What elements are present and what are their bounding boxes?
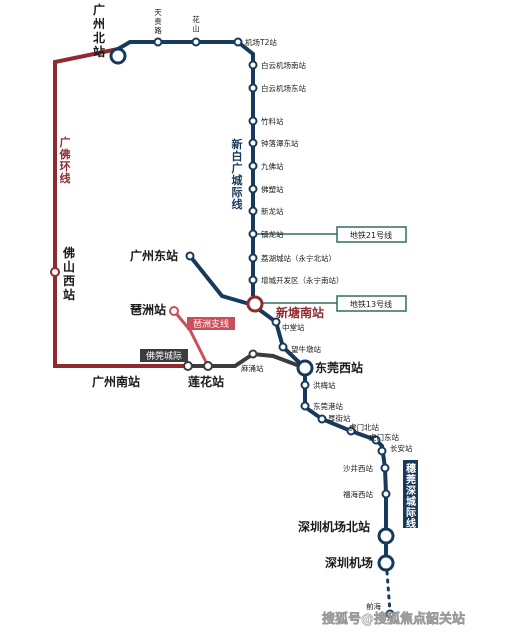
station-dongguangang[interactable] (300, 401, 310, 411)
label-chang-an: 长安站 (390, 443, 413, 453)
label-xintang-south: 新塘南站 (276, 305, 324, 320)
station-xinlong[interactable] (248, 206, 258, 216)
station-mayong[interactable] (248, 349, 258, 359)
station-fosu[interactable] (248, 184, 258, 194)
label-tiangui: 天贵路 (154, 8, 162, 35)
station-xintang-south[interactable] (246, 295, 264, 313)
station-chang-an[interactable] (377, 446, 387, 456)
label-lianhua: 莲花站 (188, 374, 224, 389)
station-sz-airport-north[interactable] (377, 527, 395, 545)
svg-text:广州北站: 广州北站 (92, 2, 105, 59)
label-guangzhou-north: 广州北站 (92, 2, 105, 59)
station-t2[interactable] (233, 37, 243, 47)
station-lihu[interactable] (248, 253, 258, 263)
station-tiangui[interactable] (153, 37, 163, 47)
gz-east-branch-line (188, 254, 254, 307)
station-humen-east[interactable] (371, 435, 381, 445)
label-baiyun-south: 白云机场南站 (261, 60, 306, 70)
label-huashan: 花山 (192, 14, 200, 33)
guangfo-line-label-vertical: 广佛环线 (59, 135, 71, 185)
station-zhongluotan[interactable] (248, 138, 258, 148)
label-fosu: 佛塑站 (261, 184, 284, 194)
label-xinlong: 新龙站 (261, 206, 284, 216)
station-humen-north[interactable] (346, 426, 356, 436)
label-zhenlong: 镇龙站 (261, 229, 284, 239)
station-baiyun-south[interactable] (248, 60, 258, 70)
label-zhongluotan: 钟落潭东站 (261, 138, 299, 148)
label-dongguangang: 东莞港站 (313, 401, 343, 411)
station-foshan-west[interactable] (50, 267, 60, 277)
station-zhenlong[interactable] (248, 229, 258, 239)
station-jiufo[interactable] (248, 161, 258, 171)
station-wangniudun[interactable] (278, 342, 288, 352)
svg-text:穗莞深城际线: 穗莞深城际线 (406, 462, 416, 530)
station-hongmei[interactable] (300, 380, 310, 390)
label-guangzhou-east: 广州东站 (130, 248, 178, 263)
station-huashan[interactable] (191, 37, 201, 47)
pazhou-branch-label: 琶洲支线 (193, 318, 229, 330)
label-wangniudun: 望牛墩站 (291, 344, 321, 354)
station-sz-airport[interactable] (377, 554, 395, 572)
label-pazhou: 琶洲站 (130, 302, 166, 317)
svg-text:新白广城际线: 新白广城际线 (232, 137, 243, 211)
metro21-label: 地铁21号线 (350, 230, 392, 240)
station-fuhai-west[interactable] (381, 489, 391, 499)
station-zhuliao[interactable] (248, 116, 258, 126)
station-zhongtang[interactable] (271, 317, 281, 327)
station-qianhai[interactable] (385, 609, 395, 619)
label-foshan-west: 佛山西站 (62, 245, 75, 302)
svg-text:广佛环线: 广佛环线 (59, 135, 71, 185)
label-humen-north: 虎门北站 (349, 422, 379, 432)
watermark: 搜狐号@搜狐焦点韶关站 (322, 611, 465, 627)
xinbai-line-label-vertical: 新白广城际线 (232, 137, 243, 211)
label-t2: 机场T2站 (245, 37, 277, 47)
label-zhuliao: 竹料站 (261, 116, 284, 126)
guangfo-line (53, 47, 188, 368)
station-lianhua[interactable] (203, 361, 213, 371)
station-guangzhou-south[interactable] (183, 361, 193, 371)
sui-guan-shen-line-label-vertical: 穗莞深城际线 (406, 462, 416, 530)
station-houjie[interactable] (317, 414, 327, 424)
label-sz-airport-north: 深圳机场北站 (298, 519, 370, 534)
label-humen-east: 虎门东站 (369, 432, 399, 442)
metro13-label: 地铁13号线 (350, 299, 392, 309)
label-lihu: 荔湖城站（永宁北站） (261, 253, 336, 263)
station-dongguan-west[interactable] (296, 359, 314, 377)
label-hongmei: 洪梅站 (313, 380, 336, 390)
label-shajing-west: 沙井西站 (343, 463, 373, 473)
label-dongguan-west: 东莞西站 (315, 360, 363, 375)
station-shajing-west[interactable] (380, 463, 390, 473)
label-sz-airport: 深圳机场 (325, 555, 373, 570)
station-guangzhou-north[interactable] (109, 47, 127, 65)
svg-text:佛山西站: 佛山西站 (62, 245, 75, 302)
station-pazhou[interactable] (169, 306, 179, 316)
label-jiufo: 九佛站 (261, 161, 284, 171)
station-baiyun-east[interactable] (248, 83, 258, 93)
fo-guan-label: 佛莞城际 (146, 350, 182, 362)
label-houjie: 厚街站 (328, 413, 351, 423)
label-fuhai-west: 福海西站 (343, 489, 373, 499)
station-zengcheng[interactable] (248, 275, 258, 285)
line-continuation-dots (385, 570, 392, 614)
label-guangzhou-south: 广州南站 (92, 374, 140, 389)
label-baiyun-east: 白云机场东站 (261, 83, 306, 93)
label-zhongtang: 中堂站 (282, 322, 305, 332)
station-guangzhou-east[interactable] (185, 251, 195, 261)
label-zengcheng: 增城开发区（永宁南站） (261, 275, 344, 285)
label-mayong: 麻涌站 (241, 363, 264, 373)
label-qianhai: 前海 (366, 601, 381, 611)
